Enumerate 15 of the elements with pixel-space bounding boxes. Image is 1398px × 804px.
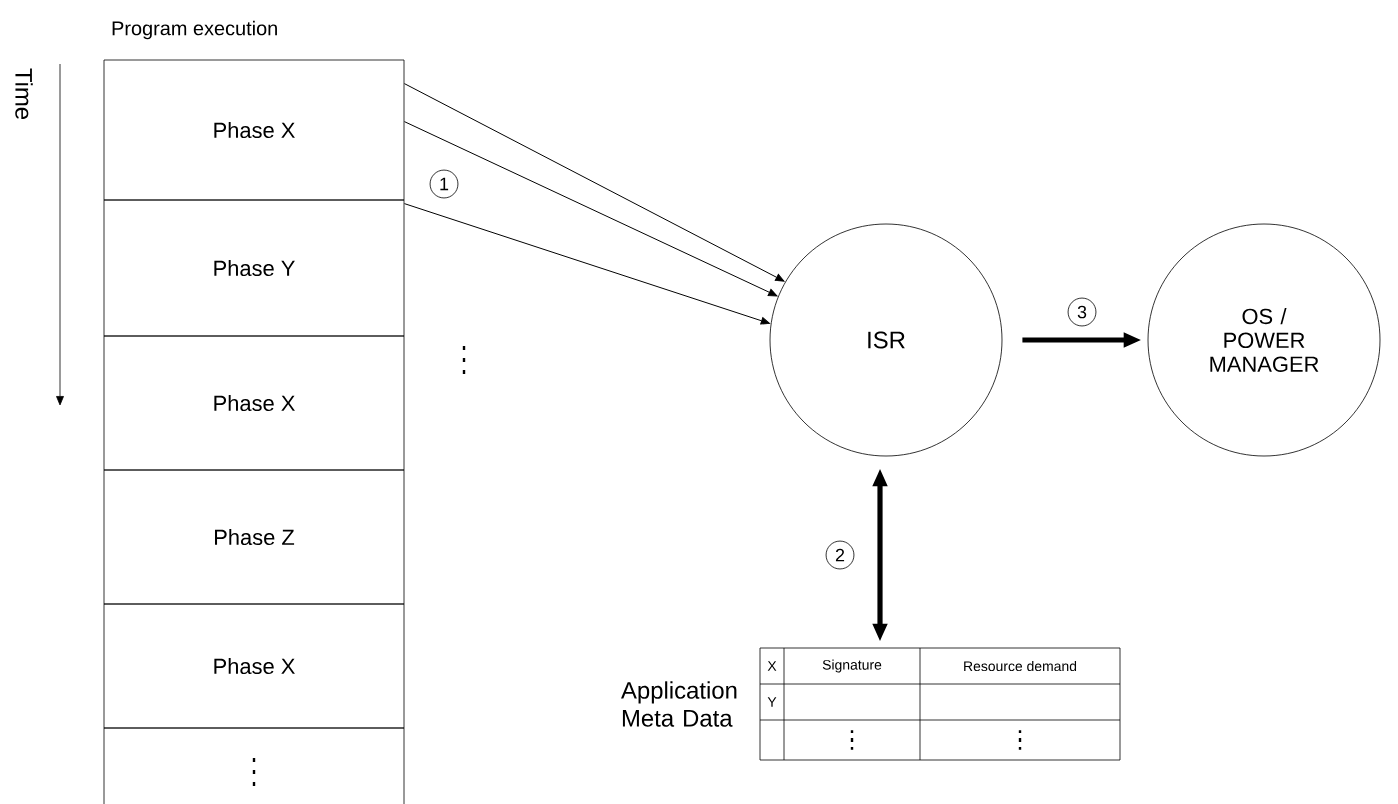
step-number: 1	[429, 169, 459, 199]
phase-box: Phase X	[103, 59, 405, 201]
phase-box	[103, 727, 405, 804]
heading: Program execution	[112, 20, 277, 40]
node-label: Application Meta Data	[621, 681, 737, 727]
arrow	[403, 203, 770, 325]
phase-box: Phase X	[103, 335, 405, 471]
phase-box: Phase X	[103, 603, 405, 729]
arrow	[403, 83, 785, 282]
arrow	[403, 121, 778, 297]
axis-label: Time	[15, 68, 33, 120]
phase-box: Phase Y	[103, 199, 405, 337]
phase-box: Phase Z	[103, 469, 405, 605]
edge-label: 2	[825, 540, 855, 570]
edge-label: 3	[1067, 297, 1097, 327]
